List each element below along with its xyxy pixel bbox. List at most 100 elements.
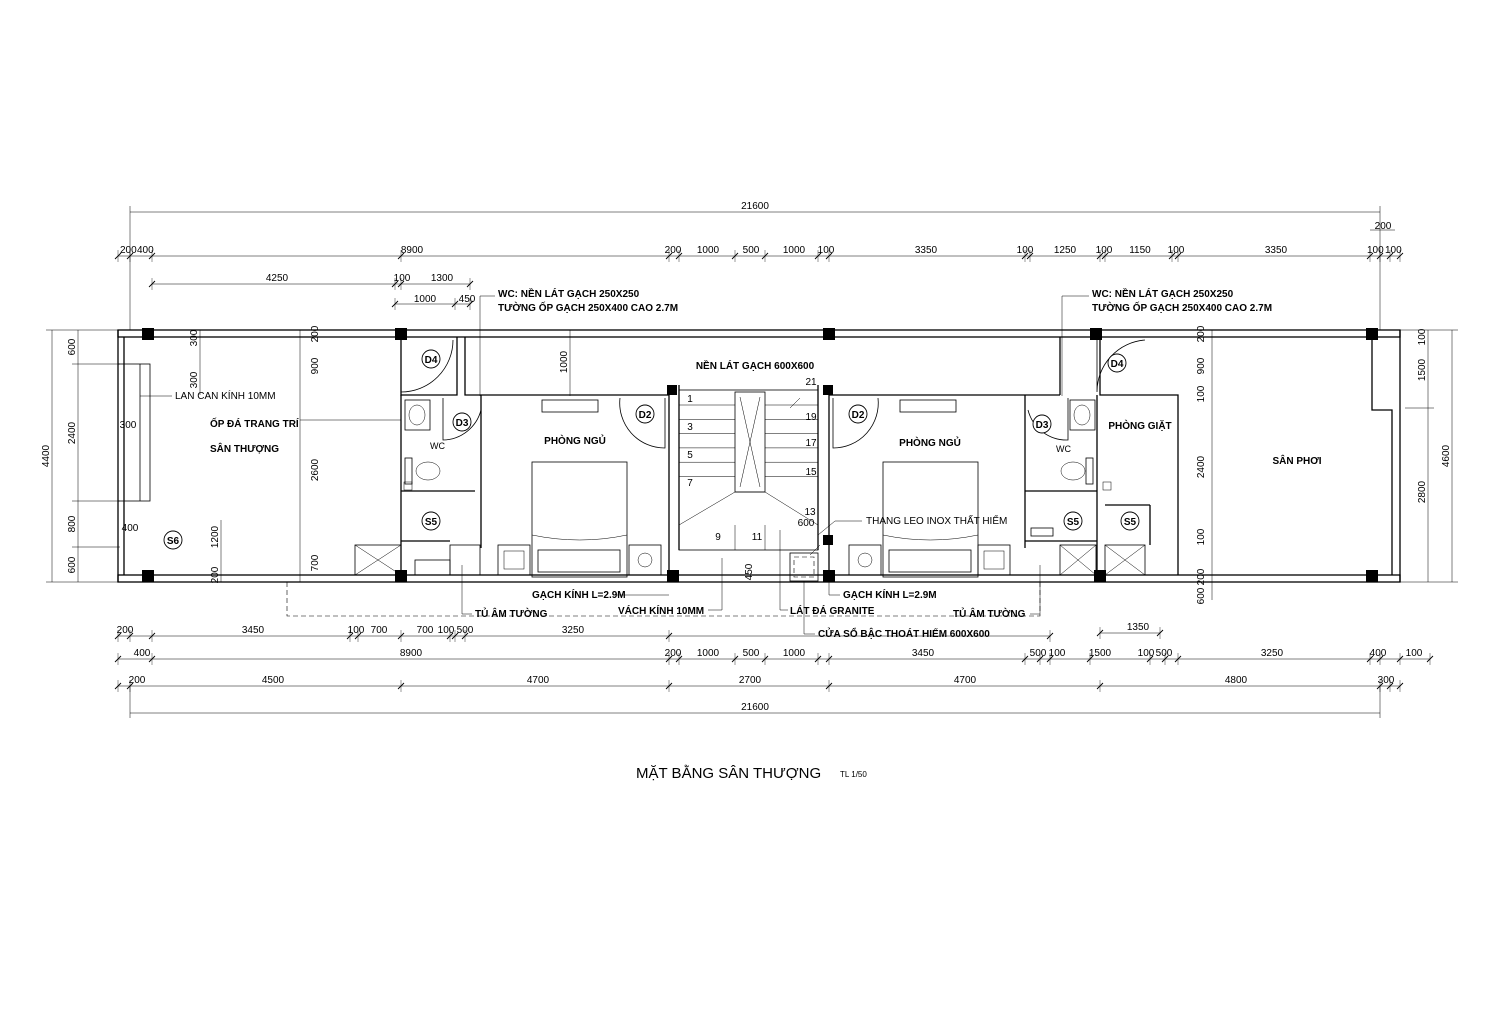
dim-room-1: 900 xyxy=(310,357,321,374)
svg-text:D3: D3 xyxy=(456,418,469,429)
furniture xyxy=(403,399,1112,578)
dim-left-3: 600 xyxy=(67,556,78,573)
dim-top-14: 3350 xyxy=(1265,245,1288,256)
dim-top-4: 1000 xyxy=(697,245,720,256)
dim-top-5: 500 xyxy=(743,245,760,256)
dim-bot2-7: 500 xyxy=(1030,648,1047,659)
dim-inner-3: 400 xyxy=(122,523,139,534)
step-21: 21 xyxy=(805,377,817,388)
room-laundry: PHÒNG GIẶT xyxy=(1108,419,1171,432)
dim-inner-0: 300 xyxy=(189,329,200,346)
tag-s5-mid: S5 xyxy=(1063,511,1083,531)
note-glass-brick-left: GẠCH KÍNH L=2.9M xyxy=(532,588,626,601)
dim-bot1-0: 200 xyxy=(117,625,134,636)
svg-text:S5: S5 xyxy=(425,517,438,528)
note-glass-railing: LAN CAN KÍNH 10MM xyxy=(175,389,276,402)
dim-rout-2: 2800 xyxy=(1417,480,1428,503)
dim-top-6: 1000 xyxy=(783,245,806,256)
step-15: 15 xyxy=(805,467,817,478)
note-ladder: THANG LEO INOX THẤT HIỂM xyxy=(866,514,1007,527)
columns xyxy=(142,328,1378,582)
note-floor-tile: NỀN LÁT GẠCH 600X600 xyxy=(696,359,815,372)
svg-text:D2: D2 xyxy=(639,410,652,421)
dim-bot1-5: 100 xyxy=(438,625,455,636)
dim-bot2-12: 3250 xyxy=(1261,648,1284,659)
dim-total-bottom: 21600 xyxy=(741,702,769,713)
room-drying-yard: SÂN PHƠI xyxy=(1272,454,1321,467)
svg-text:S6: S6 xyxy=(167,536,180,547)
dim-inner-2: 300 xyxy=(120,420,137,431)
note-wc-left-1: WC: NỀN LÁT GẠCH 250X250 xyxy=(498,287,640,300)
dim-bot1-4: 700 xyxy=(417,625,434,636)
dim-top-11: 100 xyxy=(1096,245,1113,256)
dim-left-total: 4400 xyxy=(41,444,52,467)
dim-top-10: 1250 xyxy=(1054,245,1077,256)
dim-stair-450: 450 xyxy=(744,563,755,580)
dim-top-right-200: 200 xyxy=(1375,221,1392,232)
dim-bot3-6: 300 xyxy=(1378,675,1395,686)
step-3: 3 xyxy=(687,422,693,433)
dim-top-1: 400 xyxy=(137,245,154,256)
step-11: 11 xyxy=(752,532,763,543)
tag-d4-left: D4 xyxy=(421,349,441,369)
dim-top-9: 100 xyxy=(1017,245,1034,256)
tag-d4-right: D4 xyxy=(1107,353,1127,373)
dim-bot2-11: 500 xyxy=(1156,648,1173,659)
note-granite: LÁT ĐÁ GRANITE xyxy=(790,604,875,617)
dim-right-total: 4600 xyxy=(1441,444,1452,467)
dim-top-0: 200 xyxy=(120,245,137,256)
drawing-title: MẶT BẰNG SÂN THƯỢNG xyxy=(636,764,821,782)
dim-bot3-0: 200 xyxy=(129,675,146,686)
step-1: 1 xyxy=(687,394,693,405)
dim-inner-4: 1200 xyxy=(210,525,221,548)
dim-top3-0: 1000 xyxy=(414,294,437,305)
dim-rroom-3: 2400 xyxy=(1196,455,1207,478)
dim-rroom-5: 200 xyxy=(1196,568,1207,585)
dim-bot1-7: 3250 xyxy=(562,625,585,636)
dim-top2-2: 1300 xyxy=(431,273,454,284)
dim-top-12: 1150 xyxy=(1129,245,1151,256)
tag-s6: S6 xyxy=(163,530,183,550)
dim-top-8: 3350 xyxy=(915,245,938,256)
tag-s5-right: S5 xyxy=(1120,511,1140,531)
dim-left-2: 800 xyxy=(67,515,78,532)
dim-bot2-3: 1000 xyxy=(697,648,720,659)
dim-top-2: 8900 xyxy=(401,245,424,256)
dim-inner-1: 300 xyxy=(189,371,200,388)
dim-rroom-0: 200 xyxy=(1196,325,1207,342)
step-13: 13 xyxy=(804,507,816,518)
dim-bot2-5: 1000 xyxy=(783,648,806,659)
dim-room-3: 700 xyxy=(310,554,321,571)
step-17: 17 xyxy=(805,438,817,449)
tag-d2-right: D2 xyxy=(848,404,868,424)
dim-bot3-2: 4700 xyxy=(527,675,550,686)
top-dimension-lines: 21600 200 xyxy=(114,201,1404,330)
tag-d3-left: D3 xyxy=(452,412,472,432)
dim-bot2-4: 500 xyxy=(743,648,760,659)
side-dimension-lines xyxy=(46,329,1458,600)
dim-bot2-13: 400 xyxy=(1370,648,1387,659)
note-wc-right-2: TƯỜNG ỐP GẠCH 250X400 CAO 2.7M xyxy=(1092,300,1272,314)
tag-d3-right: D3 xyxy=(1032,414,1052,434)
note-glass-wall: VÁCH KÍNH 10MM xyxy=(618,604,704,617)
dim-bot1-8: 1350 xyxy=(1127,622,1150,633)
room-bedroom-right: PHÒNG NGỦ xyxy=(899,436,961,449)
svg-text:D4: D4 xyxy=(425,355,438,366)
note-stone-cladding: ỐP ĐÁ TRANG TRÍ xyxy=(210,416,299,430)
dim-stair-1000: 1000 xyxy=(559,350,570,373)
dim-bot3-4: 4700 xyxy=(954,675,977,686)
dim-rroom-1: 900 xyxy=(1196,357,1207,374)
dim-top-16: 100 xyxy=(1385,245,1402,256)
dim-bot1-1: 3450 xyxy=(242,625,265,636)
note-wc-left-2: TƯỜNG ỐP GẠCH 250X400 CAO 2.7M xyxy=(498,300,678,314)
tag-d2-left: D2 xyxy=(635,404,655,424)
bottom-dimension-lines xyxy=(114,627,1434,718)
step-5: 5 xyxy=(687,450,693,461)
step-7: 7 xyxy=(687,478,693,489)
dim-bot1-2: 100 xyxy=(348,625,365,636)
dim-left-1: 2400 xyxy=(67,421,78,444)
step-9: 9 xyxy=(715,532,721,543)
svg-text:D2: D2 xyxy=(852,410,865,421)
note-wc-right-1: WC: NỀN LÁT GẠCH 250X250 xyxy=(1092,287,1234,300)
dim-rroom-4: 100 xyxy=(1196,528,1207,545)
